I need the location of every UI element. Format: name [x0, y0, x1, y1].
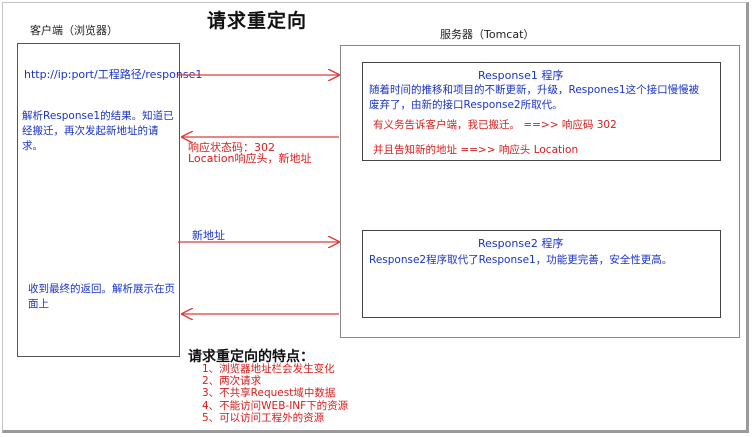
server-label: 服务器（Tomcat）: [440, 28, 535, 41]
diagram-frame: [2, 2, 749, 433]
response1-box: Response1 程序 随着时间的推移和项目的不断更新，升级，Respones…: [362, 62, 721, 161]
client-request-url: http://ip:port/工程路径/response1: [24, 68, 203, 81]
location-header-label: Location响应头，新地址: [188, 152, 312, 165]
features-list: 1、浏览器地址栏会发生变化 2、两次请求 3、不共享Request域中数据 4、…: [202, 363, 348, 424]
client-parse-text: 解析Response1的结果。知道已经搬迁，再次发起新地址的请求。: [22, 110, 174, 152]
response1-description: 随着时间的推移和项目的不断更新，升级，Respones1这个接口慢慢被废弃了，由…: [369, 84, 700, 111]
features-title: 请求重定向的特点：: [188, 349, 314, 365]
feature-item: 3、不共享Request域中数据: [202, 387, 336, 400]
new-address-label: 新地址: [192, 229, 225, 242]
response2-box: Response2 程序 Response2程序取代了Response1，功能更…: [362, 230, 721, 318]
response2-title: Response2 程序: [478, 237, 564, 250]
feature-item: 2、两次请求: [202, 375, 262, 388]
client-final-text: 收到最终的返回。解析展示在页面上: [28, 283, 175, 310]
response1-location: 并且告知新的地址 ==>> 响应头 Location: [373, 144, 579, 156]
client-box: [17, 43, 180, 357]
response2-description: Response2程序取代了Response1，功能更完善，安全性更高。: [369, 254, 673, 266]
feature-item: 4、不能访问WEB-INF下的资源: [202, 399, 349, 412]
feature-item: 1、浏览器地址栏会发生变化: [202, 363, 335, 375]
feature-item: 5、可以访问工程外的资源: [202, 411, 325, 424]
status-code-label: 响应状态码：302: [188, 141, 275, 154]
response1-notify: 有义务告诉客户端，我已搬迁。 ==>> 响应码 302: [373, 119, 617, 131]
diagram-title: 请求重定向: [207, 10, 308, 32]
response1-title: Response1 程序: [478, 69, 564, 82]
client-label: 客户端（浏览器）: [30, 24, 118, 37]
